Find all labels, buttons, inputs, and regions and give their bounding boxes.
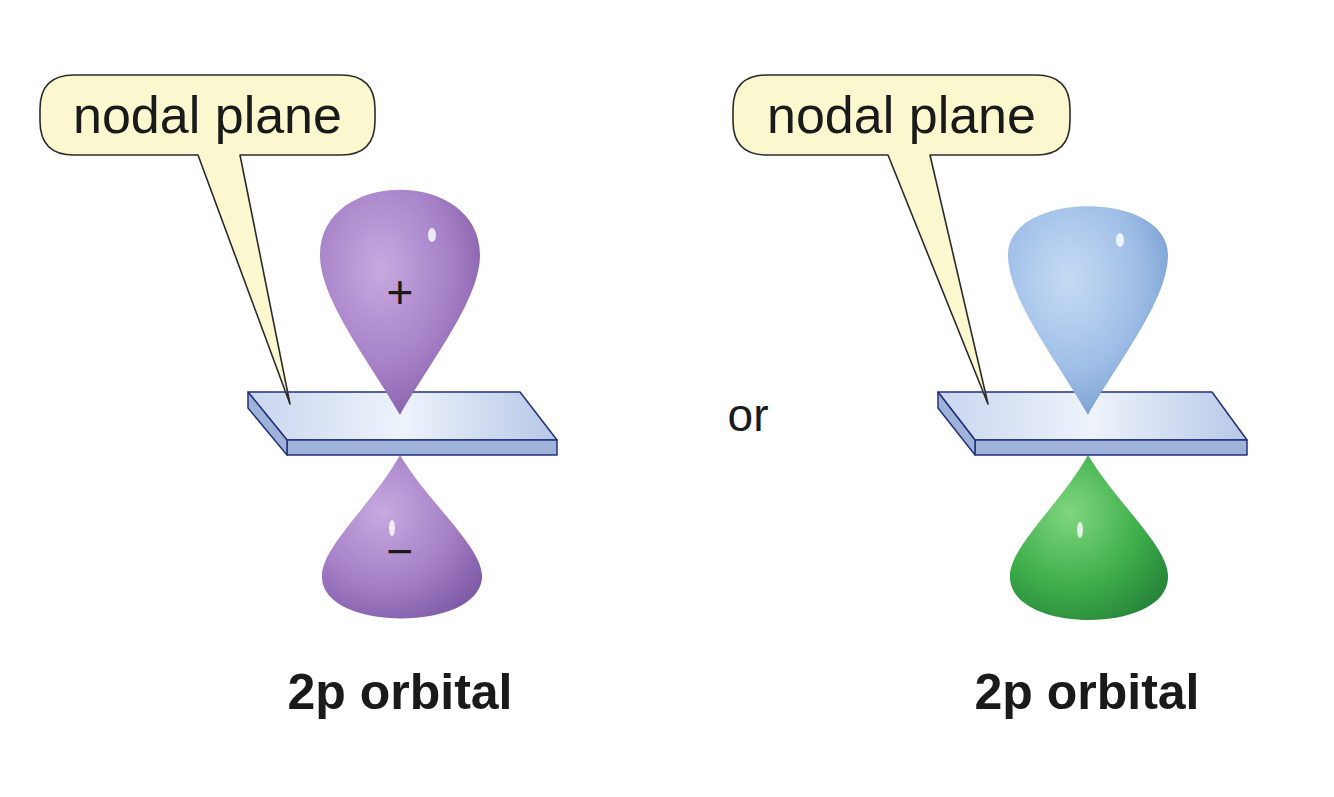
phase-sign: − bbox=[387, 528, 414, 574]
orbital-caption: 2p orbital bbox=[287, 667, 512, 717]
callout-bubble: nodal plane bbox=[40, 75, 375, 155]
callout-text: nodal plane bbox=[733, 89, 1070, 141]
lower-lobe bbox=[1010, 455, 1168, 620]
orbital-caption: 2p orbital bbox=[974, 667, 1199, 717]
p-orbital-left bbox=[248, 190, 557, 619]
lower-lobe bbox=[322, 455, 482, 619]
connector-word: or bbox=[728, 392, 769, 438]
callout-text: nodal plane bbox=[40, 89, 375, 141]
bubble-shape bbox=[40, 75, 375, 404]
upper-lobe bbox=[1008, 206, 1168, 415]
callout-bubble: nodal plane bbox=[733, 75, 1070, 155]
phase-sign: + bbox=[387, 269, 414, 315]
bubble-shape bbox=[733, 75, 1070, 404]
upper-lobe bbox=[320, 190, 480, 415]
p-orbital-right bbox=[938, 206, 1247, 620]
